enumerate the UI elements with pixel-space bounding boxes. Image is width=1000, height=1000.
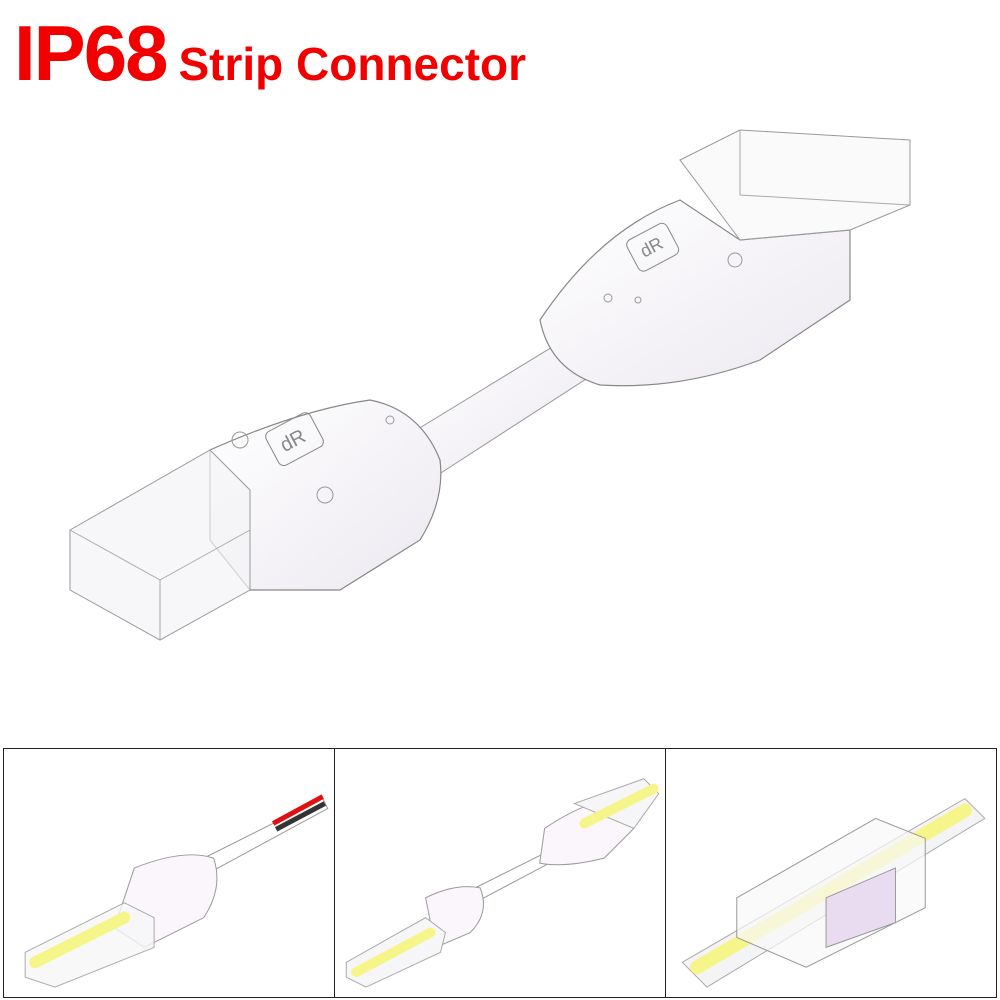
- connector-drawing: dR dR: [69, 129, 911, 641]
- variant-panel-wire-lead: [3, 748, 335, 998]
- wire-lead-connector-drawing: [24, 794, 329, 988]
- variant-panel-double-ended: [335, 748, 666, 998]
- variant-panel-gapless: [666, 748, 997, 998]
- gapless-connector-drawing: [681, 797, 986, 988]
- title-ip-rating: IP68: [14, 9, 168, 97]
- hero-product-image: dR dR: [40, 120, 940, 680]
- double-ended-connector-drawing: [345, 778, 660, 988]
- variant-gallery: [3, 748, 997, 998]
- title-product-name: Strip Connector: [178, 38, 527, 90]
